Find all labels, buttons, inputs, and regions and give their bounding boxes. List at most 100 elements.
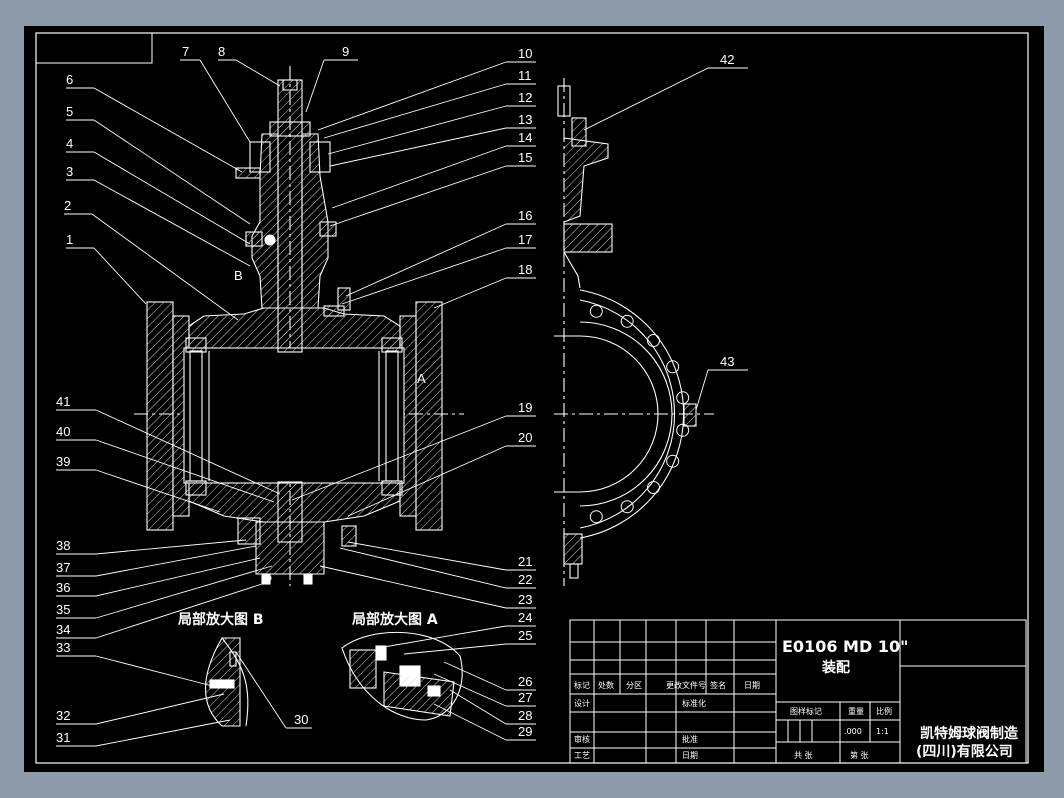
- tb-process: 工艺: [574, 751, 590, 760]
- leader-line: [317, 61, 507, 131]
- part-label-6: 6: [66, 72, 73, 87]
- tb-rev-zone: 分区: [626, 681, 642, 690]
- part-label-42: 42: [720, 52, 734, 67]
- leader-line: [95, 439, 275, 503]
- part-label-12: 12: [518, 90, 532, 105]
- part-label-40: 40: [56, 424, 70, 439]
- tb-sheets-total: 共 张: [794, 751, 813, 760]
- leader-line: [403, 643, 507, 655]
- leader-line: [93, 151, 251, 245]
- leader-line: [95, 545, 257, 577]
- part-label-35: 35: [56, 602, 70, 617]
- tb-standard: 标准化: [682, 698, 706, 708]
- part-label-1: 1: [66, 232, 73, 247]
- part-label-2: 2: [64, 198, 71, 213]
- leader-line: [91, 213, 239, 321]
- part-label-13: 13: [518, 112, 532, 127]
- leader-line: [95, 719, 231, 747]
- detail-b-title: 局部放大图 B: [178, 611, 264, 628]
- leader-line: [329, 165, 507, 227]
- part-label-34: 34: [56, 622, 70, 637]
- tb-weight-value: .000: [844, 727, 862, 736]
- part-label-23: 23: [518, 592, 532, 607]
- part-label-33: 33: [56, 640, 70, 655]
- part-label-41: 41: [56, 394, 70, 409]
- leader-line: [291, 415, 507, 501]
- leader-line: [95, 655, 221, 689]
- tb-rev-sign: 签名: [710, 680, 726, 690]
- leader-line: [433, 673, 507, 707]
- leader-line: [95, 693, 225, 725]
- part-label-21: 21: [518, 554, 532, 569]
- leader-lines: [56, 59, 748, 747]
- leader-line: [331, 145, 507, 209]
- leader-line: [95, 409, 281, 495]
- tb-weight-label: 重量: [848, 706, 864, 716]
- detail-a-title: 局部放大图 A: [352, 611, 438, 628]
- leader-line: [341, 247, 507, 305]
- part-label-8: 8: [218, 44, 225, 59]
- tb-sheet-no: 第 张: [850, 750, 869, 760]
- leader-line: [93, 119, 251, 225]
- section-mark-a: A: [417, 371, 426, 386]
- leader-line: [95, 539, 247, 555]
- part-label-3: 3: [66, 164, 73, 179]
- part-label-5: 5: [66, 104, 73, 119]
- part-label-29: 29: [518, 724, 532, 739]
- leader-line: [323, 83, 507, 139]
- leader-line: [95, 565, 273, 619]
- part-label-38: 38: [56, 538, 70, 553]
- bolt-hole: [666, 454, 680, 468]
- leader-line: [449, 689, 507, 725]
- part-label-32: 32: [56, 708, 70, 723]
- part-label-7: 7: [182, 44, 189, 59]
- leader-line: [347, 541, 507, 571]
- part-label-36: 36: [56, 580, 70, 595]
- part-label-4: 4: [66, 136, 73, 151]
- bolt-hole: [589, 304, 603, 318]
- part-label-15: 15: [518, 150, 532, 165]
- part-label-9: 9: [342, 44, 349, 59]
- bolt-hole: [647, 481, 660, 494]
- leader-line: [93, 87, 243, 173]
- tb-scale-value: 1:1: [876, 727, 889, 736]
- part-label-30: 30: [294, 712, 308, 727]
- leader-line: [327, 105, 507, 155]
- drawing-number: E0106 MD 10": [782, 637, 908, 656]
- part-label-25: 25: [518, 628, 532, 643]
- leader-line: [95, 557, 261, 597]
- side-view-bolt-holes: [589, 304, 690, 524]
- leader-line: [339, 547, 507, 589]
- leader-line: [347, 445, 507, 517]
- section-mark-b: B: [234, 268, 243, 283]
- part-label-37: 37: [56, 560, 70, 575]
- tb-rev-date: 日期: [744, 681, 760, 690]
- detail-b-view: [205, 637, 249, 727]
- tb-approve: 批准: [682, 734, 698, 744]
- leader-line: [235, 651, 287, 729]
- detail-a-view: [341, 631, 463, 721]
- leader-line: [695, 369, 709, 411]
- main-section-view: [134, 66, 464, 586]
- leader-line: [305, 59, 325, 113]
- tb-date: 日期: [682, 751, 698, 760]
- part-label-17: 17: [518, 232, 532, 247]
- outer-frame: [35, 32, 1029, 764]
- leader-line: [443, 661, 507, 691]
- corner-box: [35, 32, 153, 64]
- leader-line: [433, 703, 507, 741]
- leader-line: [199, 59, 251, 143]
- leader-line: [93, 247, 147, 305]
- part-label-26: 26: [518, 674, 532, 689]
- drawing-name: 装配: [821, 659, 850, 676]
- leader-line: [377, 625, 507, 649]
- part-label-27: 27: [518, 690, 532, 705]
- part-label-18: 18: [518, 262, 532, 277]
- bolt-hole: [620, 314, 634, 328]
- bolt-hole: [620, 500, 634, 514]
- cad-drawing: B A 局部放大图 B 局部放大图 A 12: [35, 32, 1029, 764]
- company-name-line2: (四川)有限公司: [916, 743, 1013, 760]
- bolt-hole: [676, 391, 690, 405]
- leader-line: [319, 565, 507, 609]
- tb-rev-doc: 更改文件号: [666, 680, 706, 690]
